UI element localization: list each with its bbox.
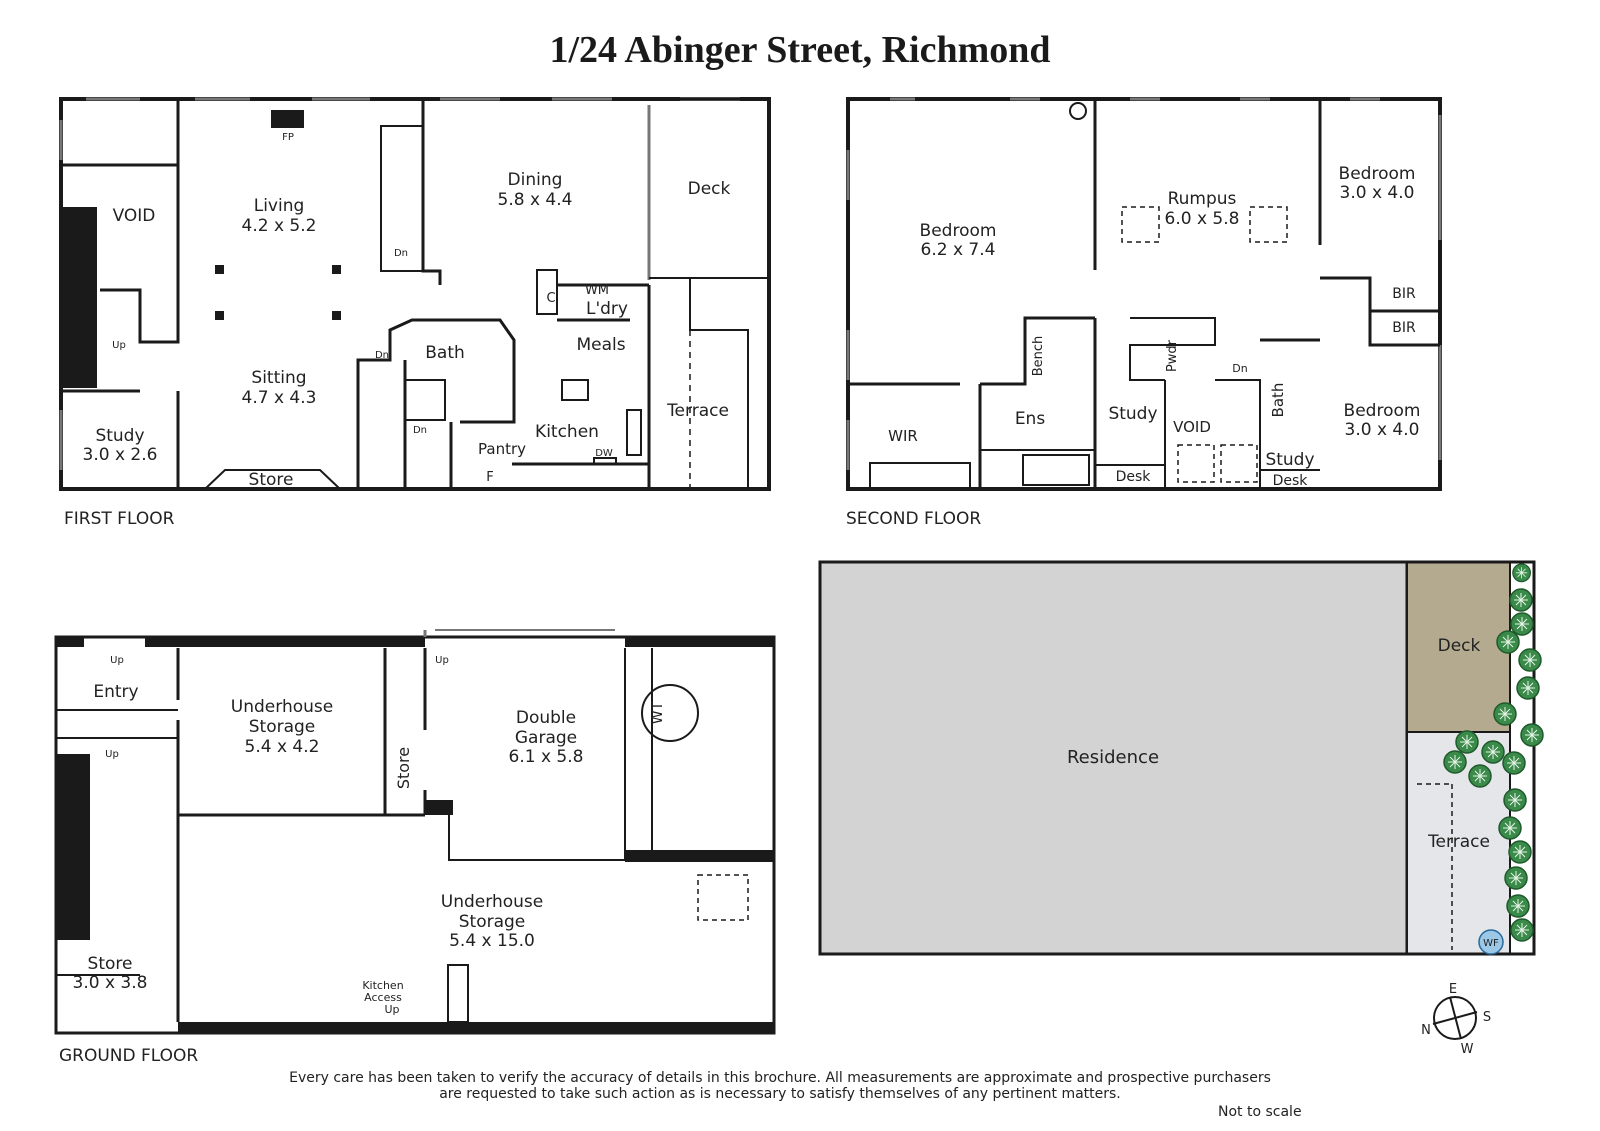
disclaimer-line-2: are requested to take such action as is … bbox=[439, 1086, 1121, 1102]
living-size: 4.2 x 5.2 bbox=[242, 216, 317, 236]
garage-size: 6.1 x 5.8 bbox=[509, 747, 584, 767]
uh2-line1: Underhouse bbox=[441, 892, 543, 912]
compass-e: E bbox=[1449, 982, 1457, 997]
deck-label: Deck bbox=[688, 179, 731, 199]
desk2-label: Desk bbox=[1273, 473, 1309, 489]
second-floor-label: SECOND FLOOR bbox=[846, 509, 981, 529]
rumpus-name: Rumpus bbox=[1168, 189, 1237, 209]
up-label-g1: Up bbox=[110, 655, 124, 666]
site-terrace-label: Terrace bbox=[1427, 832, 1490, 852]
living-name: Living bbox=[254, 196, 305, 216]
store2-name: Store bbox=[88, 954, 133, 974]
uh2-line2: Storage bbox=[459, 912, 526, 932]
void-label: VOID bbox=[113, 206, 156, 226]
second-floor-labels: Bedroom 6.2 x 7.4 Rumpus 6.0 x 5.8 Bedro… bbox=[888, 164, 1420, 489]
disclaimer-line-1: Every care has been taken to verify the … bbox=[289, 1070, 1271, 1086]
laundry-label: L'dry bbox=[586, 299, 628, 319]
c-label: C bbox=[546, 291, 555, 306]
rumpus-size: 6.0 x 5.8 bbox=[1165, 209, 1240, 229]
compass-icon: E N S W bbox=[1421, 982, 1491, 1057]
sitting-size: 4.7 x 4.3 bbox=[242, 388, 317, 408]
first-floor-label: FIRST FLOOR bbox=[64, 509, 175, 529]
void2-label: VOID bbox=[1173, 418, 1211, 436]
bedroom3-name: Bedroom bbox=[1344, 401, 1421, 421]
study-size: 3.0 x 2.6 bbox=[83, 445, 158, 465]
ground-floor-plan bbox=[54, 629, 776, 1035]
up-label-g3: Up bbox=[105, 749, 119, 760]
page-title: 1/24 Abinger Street, Richmond bbox=[549, 29, 1051, 71]
second-floor-plan bbox=[846, 97, 1442, 491]
uh1-line1: Underhouse bbox=[231, 697, 333, 717]
terrace-label: Terrace bbox=[666, 401, 729, 421]
ens-label: Ens bbox=[1015, 409, 1046, 429]
wir-label: WIR bbox=[888, 427, 918, 445]
garage-line2: Garage bbox=[515, 728, 577, 748]
site-deck-label: Deck bbox=[1438, 636, 1481, 656]
entry-label: Entry bbox=[93, 682, 138, 702]
f-label: F bbox=[486, 470, 493, 485]
up-label: Up bbox=[112, 340, 126, 351]
uh2-size: 5.4 x 15.0 bbox=[449, 931, 535, 951]
uh1-line2: Storage bbox=[249, 717, 316, 737]
bir2-label: BIR bbox=[1392, 320, 1416, 336]
site-labels: Residence Deck Terrace WF bbox=[1067, 636, 1499, 949]
bir1-label: BIR bbox=[1392, 286, 1416, 302]
bench-label: Bench bbox=[1031, 336, 1046, 377]
fp-label: FP bbox=[282, 132, 294, 143]
up-label-g2: Up bbox=[435, 655, 449, 666]
kitchen-access-line1: Kitchen bbox=[362, 979, 403, 992]
disclaimer: Every care has been taken to verify the … bbox=[200, 1070, 1360, 1102]
compass-n: N bbox=[1421, 1023, 1431, 1038]
pantry-label: Pantry bbox=[478, 440, 526, 458]
kitchen-label: Kitchen bbox=[535, 422, 599, 442]
residence-label: Residence bbox=[1067, 747, 1159, 768]
bedroom1-size: 6.2 x 7.4 bbox=[921, 240, 996, 260]
study-name: Study bbox=[95, 426, 144, 446]
bath2-label: Bath bbox=[1269, 383, 1287, 418]
wf-label: WF bbox=[1483, 938, 1499, 949]
first-floor-labels: VOID FP Living 4.2 x 5.2 Dining 5.8 x 4.… bbox=[83, 132, 731, 490]
compass-s: S bbox=[1483, 1010, 1491, 1025]
sitting-name: Sitting bbox=[251, 368, 306, 388]
ground-floor-labels: Up Up Entry Up Underhouse Storage 5.4 x … bbox=[73, 655, 666, 1016]
store1-label: Store bbox=[394, 747, 413, 789]
bedroom3-size: 3.0 x 4.0 bbox=[1345, 420, 1420, 440]
first-floor-plan bbox=[59, 97, 771, 491]
desk1-label: Desk bbox=[1116, 469, 1152, 485]
wt-label: WT bbox=[650, 701, 666, 724]
garage-line1: Double bbox=[516, 708, 576, 728]
dn-label-second: Dn bbox=[1232, 362, 1247, 375]
up-label-g4: Up bbox=[384, 1003, 399, 1016]
uh1-size: 5.4 x 4.2 bbox=[245, 737, 320, 757]
study1-label: Study bbox=[1108, 404, 1157, 424]
kitchen-access-line2: Access bbox=[364, 991, 402, 1004]
compass-w: W bbox=[1461, 1042, 1474, 1057]
bedroom2-size: 3.0 x 4.0 bbox=[1340, 183, 1415, 203]
dw-label: DW bbox=[595, 448, 613, 459]
dining-name: Dining bbox=[508, 170, 563, 190]
pwdr-label: Pwdr bbox=[1165, 339, 1180, 372]
study2-label: Study bbox=[1265, 450, 1314, 470]
bedroom2-name: Bedroom bbox=[1339, 164, 1416, 184]
dn-label-1: Dn bbox=[394, 248, 408, 259]
wm-label: WM bbox=[585, 283, 609, 298]
meals-label: Meals bbox=[576, 335, 625, 355]
dining-size: 5.8 x 4.4 bbox=[498, 190, 573, 210]
dn-label-3: Dn bbox=[413, 425, 427, 436]
store2-size: 3.0 x 3.8 bbox=[73, 973, 148, 993]
not-to-scale-note: Not to scale bbox=[1218, 1104, 1302, 1120]
store-label: Store bbox=[249, 470, 294, 490]
ground-floor-label: GROUND FLOOR bbox=[59, 1046, 198, 1066]
bedroom1-name: Bedroom bbox=[920, 221, 997, 241]
bath-label: Bath bbox=[425, 343, 465, 363]
site-plan bbox=[818, 560, 1544, 956]
dn-label-2: Dn bbox=[375, 350, 389, 361]
